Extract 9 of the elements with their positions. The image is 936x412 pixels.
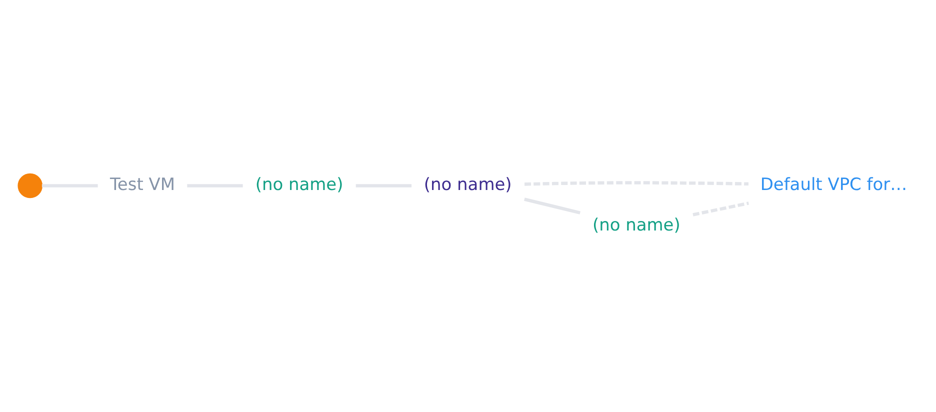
- connector: [524, 198, 580, 214]
- node-text: (no name): [592, 216, 680, 236]
- node-text: Default VPC for…: [760, 175, 907, 196]
- connector: [692, 202, 748, 216]
- node-text: (no name): [254, 175, 343, 196]
- connector: [524, 181, 748, 186]
- node-circle: [17, 173, 42, 198]
- node-text: Test VM: [109, 175, 175, 196]
- node-text: (no name): [423, 175, 512, 196]
